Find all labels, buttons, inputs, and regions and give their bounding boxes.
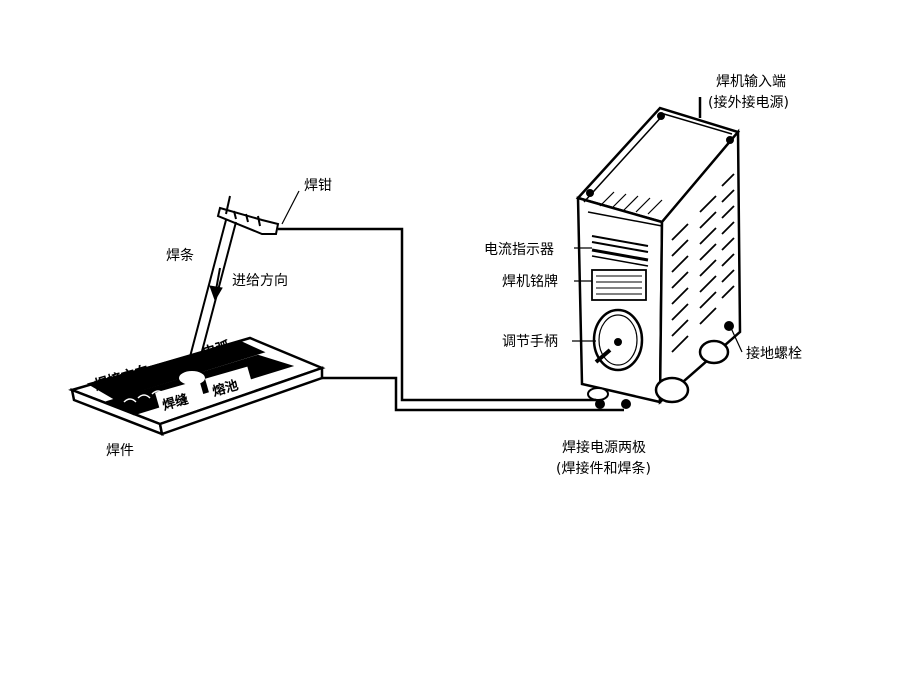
- label-poles-note: (焊接件和焊条): [556, 460, 651, 477]
- label-weld-seam: 焊缝: [161, 391, 190, 414]
- label-adjust-handle: 调节手柄: [502, 334, 558, 350]
- feed-direction-arrow: [209, 267, 223, 302]
- weld-band: [86, 340, 266, 400]
- electrode-holder: [216, 195, 280, 235]
- label-input-terminal: 焊机输入端: [716, 74, 786, 90]
- label-molten-pool: 熔池: [211, 377, 240, 400]
- welding-machine: [575, 97, 742, 409]
- adjust-knob: [592, 308, 644, 372]
- label-input-terminal-note: (接外接电源): [708, 94, 789, 111]
- output-terminals: [595, 399, 631, 409]
- label-nameplate: 焊机铭牌: [502, 273, 558, 290]
- cables: [278, 227, 624, 412]
- label-electrode: 焊条: [166, 247, 194, 264]
- current-indicator: [591, 235, 649, 267]
- machine-side: [658, 128, 742, 405]
- label-poles: 焊接电源两极: [562, 439, 646, 456]
- nameplate: [591, 269, 647, 301]
- leader-lines: [281, 190, 743, 353]
- label-current-indicator: 电流指示器: [484, 242, 554, 258]
- holder-cable: [278, 227, 596, 402]
- label-electrode-holder: 焊钳: [304, 178, 332, 194]
- weld-direction-dash: [175, 356, 193, 363]
- ground-cable: [318, 376, 624, 412]
- wheels: [587, 339, 730, 404]
- label-ground-bolt: 接地螺栓: [746, 345, 802, 362]
- label-feed-direction: 进给方向: [232, 273, 288, 289]
- label-workpiece: 焊件: [106, 443, 134, 459]
